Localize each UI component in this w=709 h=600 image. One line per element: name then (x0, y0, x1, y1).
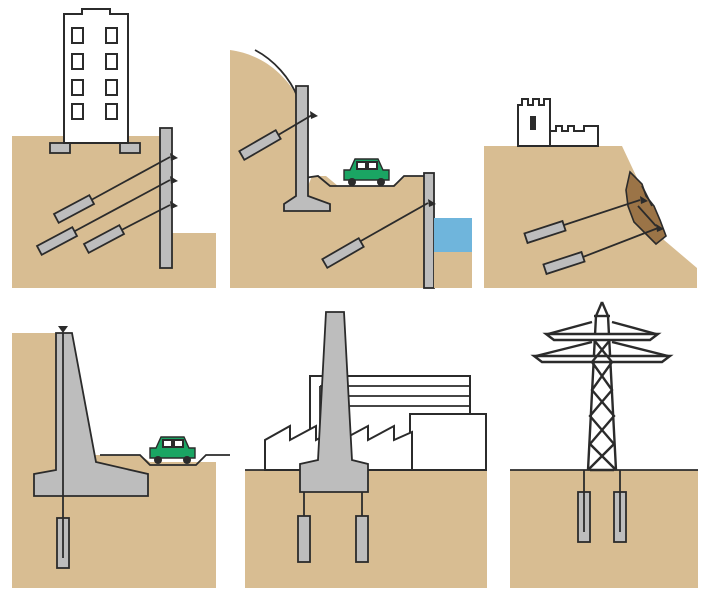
road-ditch (303, 175, 426, 187)
pylon-icon (530, 301, 674, 472)
panel-road-hillside-anchors (230, 49, 472, 289)
panel-cantilever-wall-tension-piles (12, 326, 230, 588)
tension-pile-icon (56, 517, 70, 569)
sheet-pile-wall (159, 127, 173, 269)
ground-anchor-icon (523, 196, 664, 276)
panel-castle-slope-anchors (484, 98, 697, 288)
ground-anchor-icon (35, 153, 178, 257)
building-footing-right (119, 142, 141, 154)
building-icon (63, 8, 129, 144)
tension-pile-icon (577, 470, 627, 543)
seabed (434, 252, 472, 288)
water-icon (434, 218, 472, 252)
building-footing-left (49, 142, 71, 154)
ground-anchor-icon (238, 111, 436, 270)
soil-mass (510, 470, 698, 588)
sheet-pile-wall (423, 172, 435, 289)
factory-icon (264, 375, 487, 471)
car-icon (343, 158, 390, 186)
panel-transmission-tower-piles (510, 301, 698, 588)
panel-chimney-foundation-piles (245, 311, 487, 588)
soil-mass (12, 136, 216, 288)
tension-pile-icon (297, 492, 369, 563)
castle-icon (517, 98, 599, 147)
car-icon (149, 436, 196, 464)
chimney-icon (299, 311, 369, 493)
cantilever-wall (283, 85, 331, 212)
panel-building-anchored-wall (12, 8, 216, 288)
soil-mass (12, 333, 62, 588)
road-ditch (100, 454, 230, 466)
anchor-head (58, 326, 68, 333)
soil-mass (230, 50, 432, 288)
